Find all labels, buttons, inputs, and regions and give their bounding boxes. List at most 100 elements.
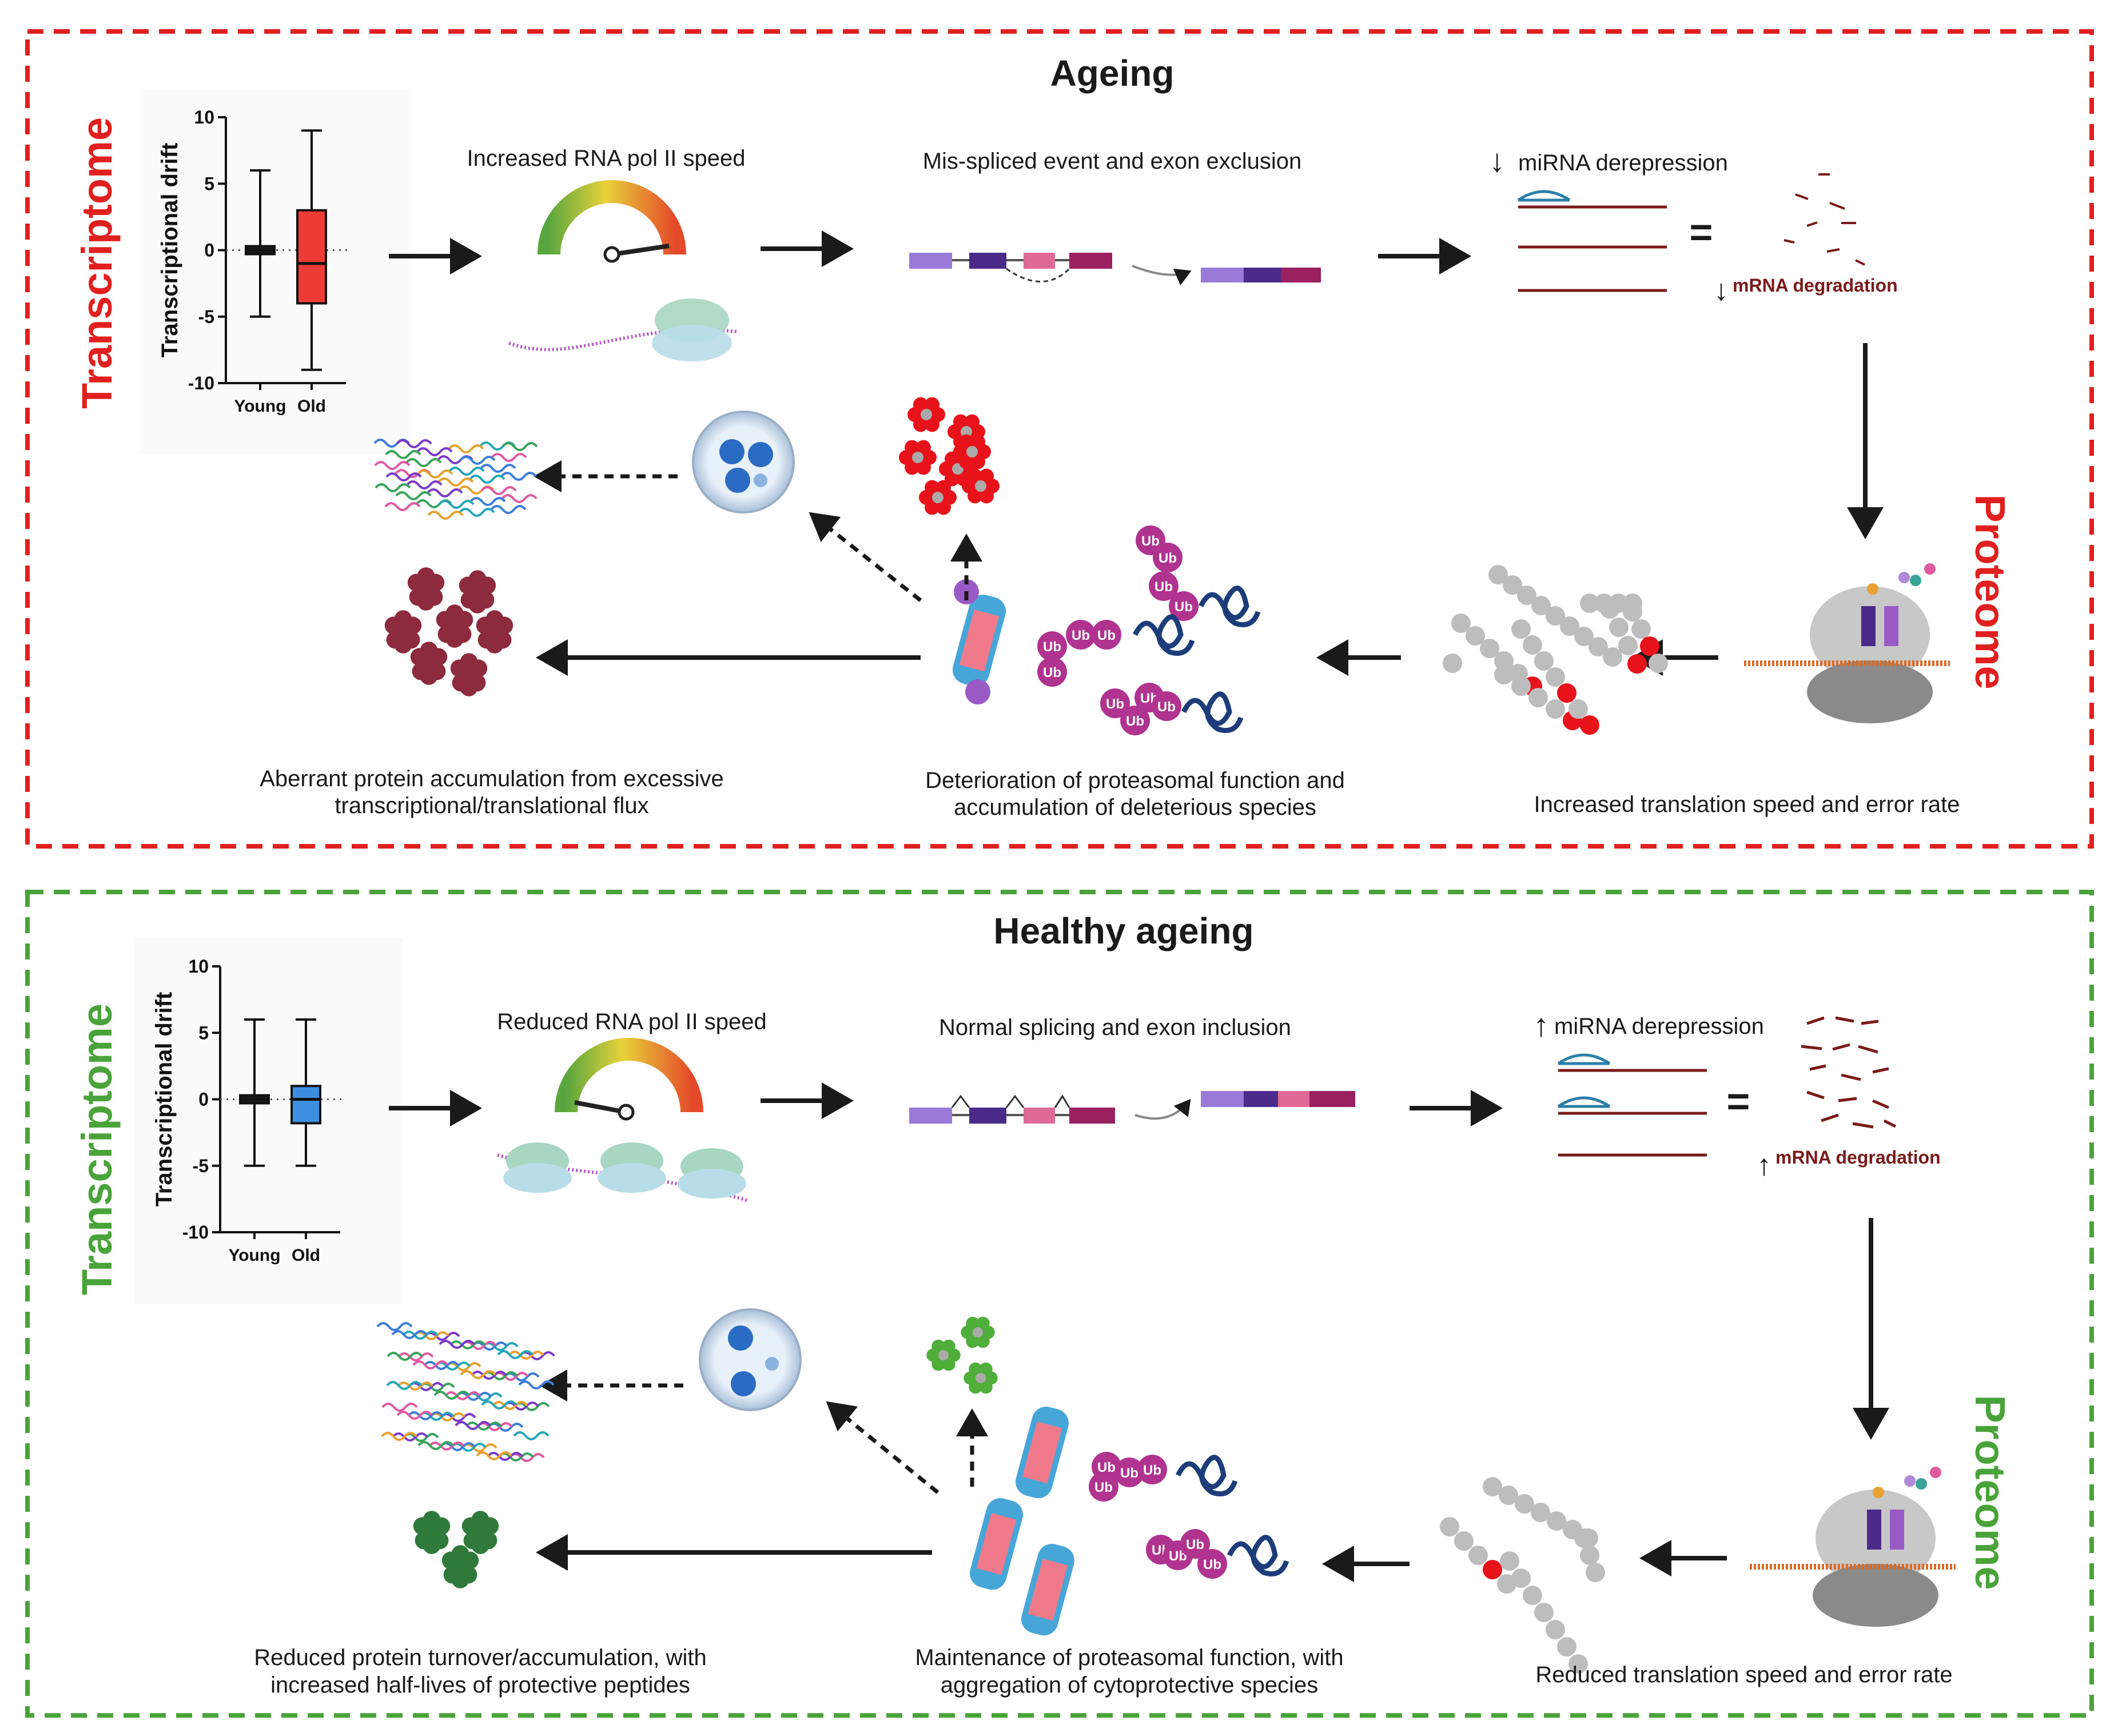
polii-step-label: Reduced RNA pol II speed <box>497 1009 766 1034</box>
ubiquitin <box>1092 620 1121 650</box>
residue <box>1494 665 1514 684</box>
peptide-fragment <box>385 450 421 459</box>
residue <box>1609 618 1629 637</box>
residue <box>1631 619 1651 639</box>
residue <box>1580 594 1599 613</box>
residue <box>1528 688 1548 707</box>
ubiquitin <box>1066 620 1096 650</box>
down-arrow-icon: ↓ <box>1489 142 1505 178</box>
peptide-fragment <box>501 442 538 451</box>
aggregate-lobe <box>471 1511 489 1529</box>
aggregate-lobe <box>423 1536 441 1554</box>
arrow-proteasome-to-dish <box>826 1401 939 1494</box>
ubiquitin <box>1149 571 1179 601</box>
polii-step-label: Increased RNA pol II speed <box>467 146 746 171</box>
healthy-panel-border <box>25 890 2094 1718</box>
aggregate-core <box>966 446 978 457</box>
aggregate-petal <box>913 397 928 412</box>
proteome-side-label: Proteome <box>1966 1395 2014 1590</box>
accumulation-caption-line1: Aberrant protein accumulation from exces… <box>260 766 723 791</box>
peptide-fragment <box>469 475 505 484</box>
normal-splicing-exons-icon <box>909 1091 1355 1124</box>
residue <box>1594 594 1614 613</box>
aggregate-lobe <box>468 570 487 588</box>
peptide-fragment <box>381 1403 418 1412</box>
ageing-panel-border <box>25 29 2094 849</box>
ubiquitin-label: Ub <box>1158 551 1177 566</box>
ubiquitin <box>1100 688 1130 718</box>
peptide-fragment <box>395 491 432 500</box>
peptide-fragment <box>391 1330 428 1339</box>
peptide-fragment <box>444 1391 481 1400</box>
peptide-fragment <box>397 1352 434 1361</box>
ubiquitin-label: Ub <box>1106 696 1124 712</box>
aggregate-core <box>938 1350 949 1360</box>
y-tick-label: 0 <box>204 240 214 261</box>
ubiquitin <box>1037 657 1067 687</box>
peptide-fragment <box>518 1380 555 1389</box>
peptide-fragment <box>513 1431 550 1440</box>
peptide-fragment <box>407 1411 444 1420</box>
residue <box>1546 667 1565 687</box>
peptide-fragment <box>476 1451 512 1460</box>
unfolded-protein <box>1175 1455 1238 1496</box>
ubiquitin-label: Ub <box>1120 1466 1138 1481</box>
aggregate-lobe <box>460 653 478 671</box>
peptide-fragment <box>500 472 537 481</box>
peptide-fragment <box>491 453 527 462</box>
ubiquitin <box>1152 691 1181 721</box>
rna-polymerase-icon <box>508 298 738 361</box>
aggregate-lobe <box>451 1545 469 1563</box>
peptide-fragment <box>497 1350 534 1359</box>
aggregate-lobe <box>468 596 487 614</box>
lysosome-icon <box>699 1308 802 1411</box>
peptide-fragment <box>480 464 516 473</box>
proteasome-caption-line1: Maintenance of proteasomal function, wit… <box>915 1645 1343 1670</box>
peptide-fragment <box>412 1360 449 1369</box>
peptide-fragment <box>427 511 464 520</box>
residue <box>1580 1546 1599 1565</box>
aggregate-petal <box>976 1316 990 1331</box>
up-arrow-icon: ↑ <box>1533 1007 1549 1043</box>
residue <box>1534 651 1554 671</box>
ubiquitin-label: Ub <box>1203 1557 1221 1572</box>
ubiquitin-label: Ub <box>1143 1463 1161 1478</box>
transcriptome-side-label: Transcriptome <box>73 117 121 409</box>
peptide-fragment <box>381 1432 417 1441</box>
x-tick-label: Old <box>292 1246 320 1265</box>
accumulation-caption-line2: transcriptional/translational flux <box>335 793 648 818</box>
ubiquitin-label: Ub <box>1094 1480 1113 1495</box>
error-residue <box>1557 683 1576 703</box>
lysosome-icon <box>692 411 795 513</box>
aggregate-lobe <box>420 667 438 685</box>
ubiquitin <box>1153 543 1183 572</box>
translation-caption: Reduced translation speed and error rate <box>1535 1662 1952 1687</box>
aggregate-lobe <box>451 1571 469 1588</box>
aggregate-petal <box>942 1339 956 1353</box>
mrna-degradation-label: mRNA degradation <box>1775 1147 1941 1168</box>
residue <box>1609 594 1628 613</box>
residue <box>1440 1517 1459 1536</box>
proteasome-caption-line1: Deterioration of proteasomal function an… <box>925 768 1345 793</box>
translation-caption: Increased translation speed and error ra… <box>1534 792 1960 817</box>
chart-background <box>134 938 403 1304</box>
error-residue <box>1483 1560 1502 1579</box>
ubiquitin <box>1180 1529 1210 1559</box>
x-tick-label: Old <box>297 397 326 416</box>
aggregate-petal <box>979 1362 993 1376</box>
peptide-fragment <box>423 1361 460 1370</box>
aggregate-lobe <box>417 567 435 585</box>
residue <box>1547 1511 1566 1531</box>
error-residue <box>1627 654 1647 674</box>
residue <box>1589 637 1608 656</box>
equals-sign: = <box>1727 1079 1750 1124</box>
aggregate-lobe <box>460 679 478 696</box>
y-tick-label: -10 <box>182 1222 209 1243</box>
peptide-fragment <box>387 1352 423 1361</box>
peptide-fragment <box>427 488 463 497</box>
ubiquitin <box>1037 631 1067 661</box>
y-axis-label: Transcriptional drift <box>157 143 182 358</box>
residue <box>1468 1546 1488 1565</box>
